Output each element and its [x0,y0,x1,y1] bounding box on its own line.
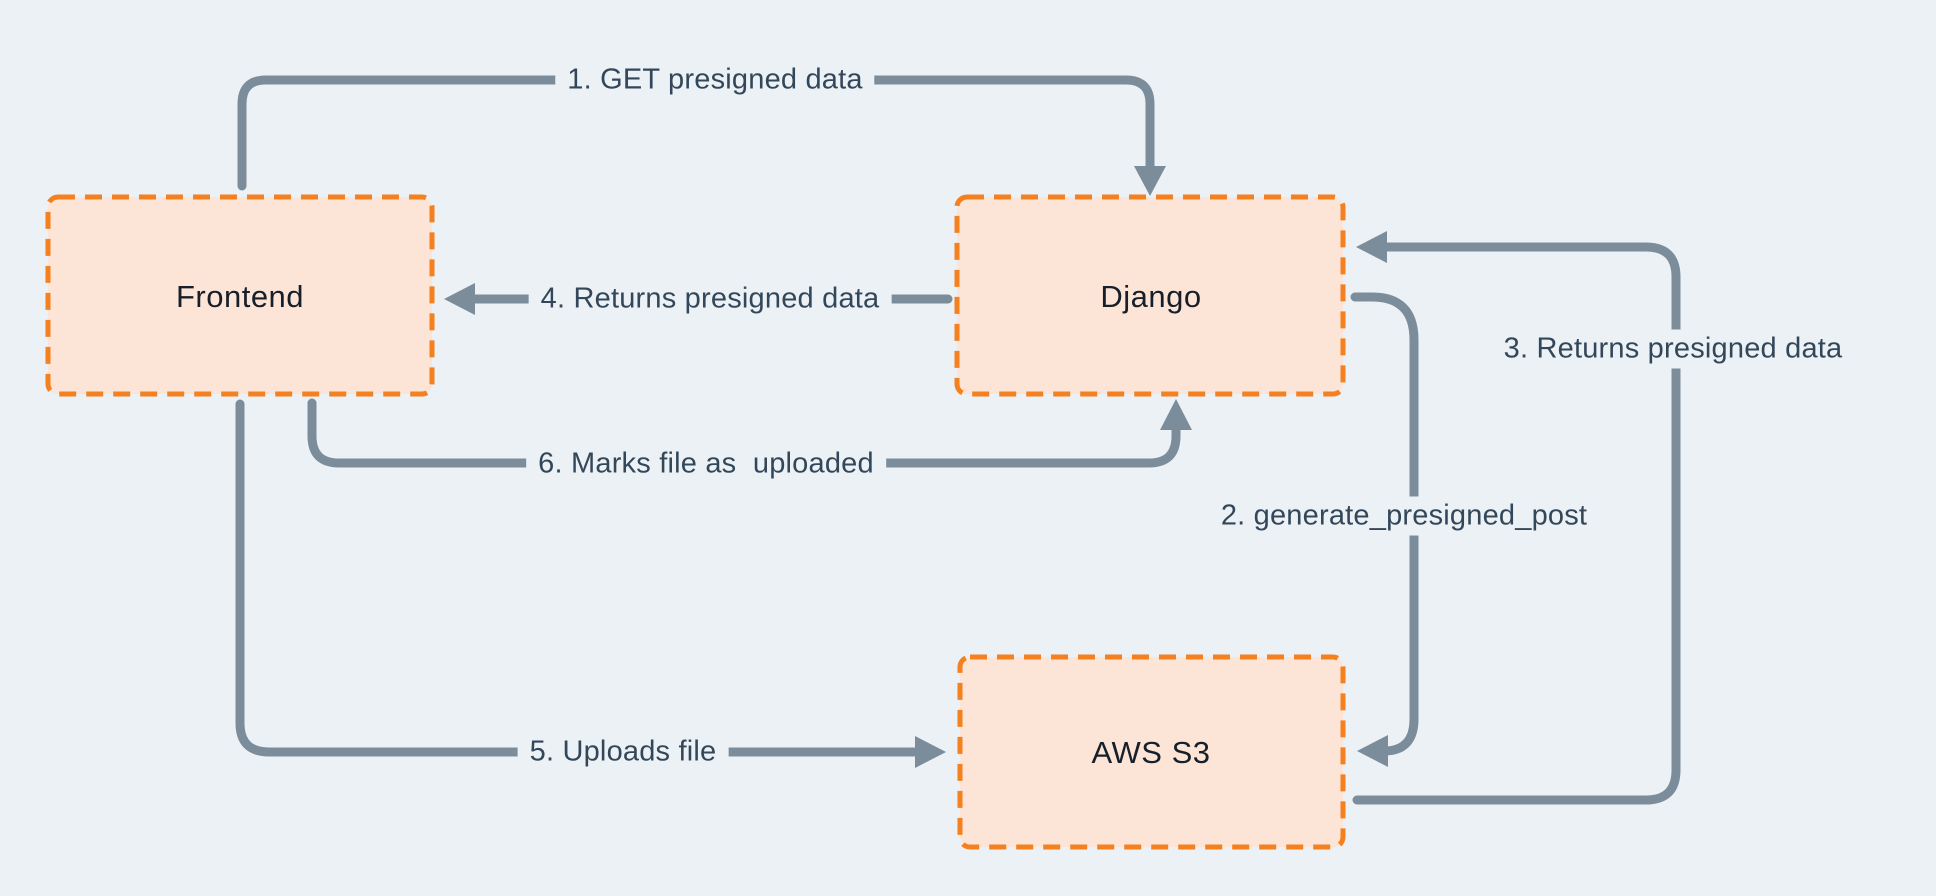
arrowhead-6-into-django-bottom [1160,399,1192,430]
arrow-5-uploads-file [235,399,923,757]
flow-label-4: 4. Returns presigned data [528,279,892,319]
django-node-box [954,194,1346,397]
aws-s3-node-box [957,654,1346,850]
arrowhead-2-into-aws-s3-right [1357,735,1388,767]
flow-label-1: 1. GET presigned data [555,60,875,100]
arrowhead-1-into-django-top [1134,166,1166,196]
flow-label-6: 6. Marks file as uploaded [526,444,886,484]
arrow-3-returns-presigned-data [1352,242,1681,805]
aws-s3-node-label: AWS S3 [1091,735,1211,770]
arrowhead-5-into-aws-s3-left [915,736,946,768]
frontend-node-label: Frontend [175,279,305,314]
arrowhead-3-into-django-right [1356,231,1387,263]
flow-label-5: 5. Uploads file [517,732,729,772]
arrowhead-4-into-frontend-right [444,283,475,315]
django-node-label: Django [1100,279,1202,314]
frontend-node-box [45,194,435,397]
flow-label-2: 2. generate_presigned_post [1208,496,1600,536]
arrow-2-generate-presigned-post [1350,292,1419,756]
flow-label-3: 3. Returns presigned data [1491,329,1855,369]
